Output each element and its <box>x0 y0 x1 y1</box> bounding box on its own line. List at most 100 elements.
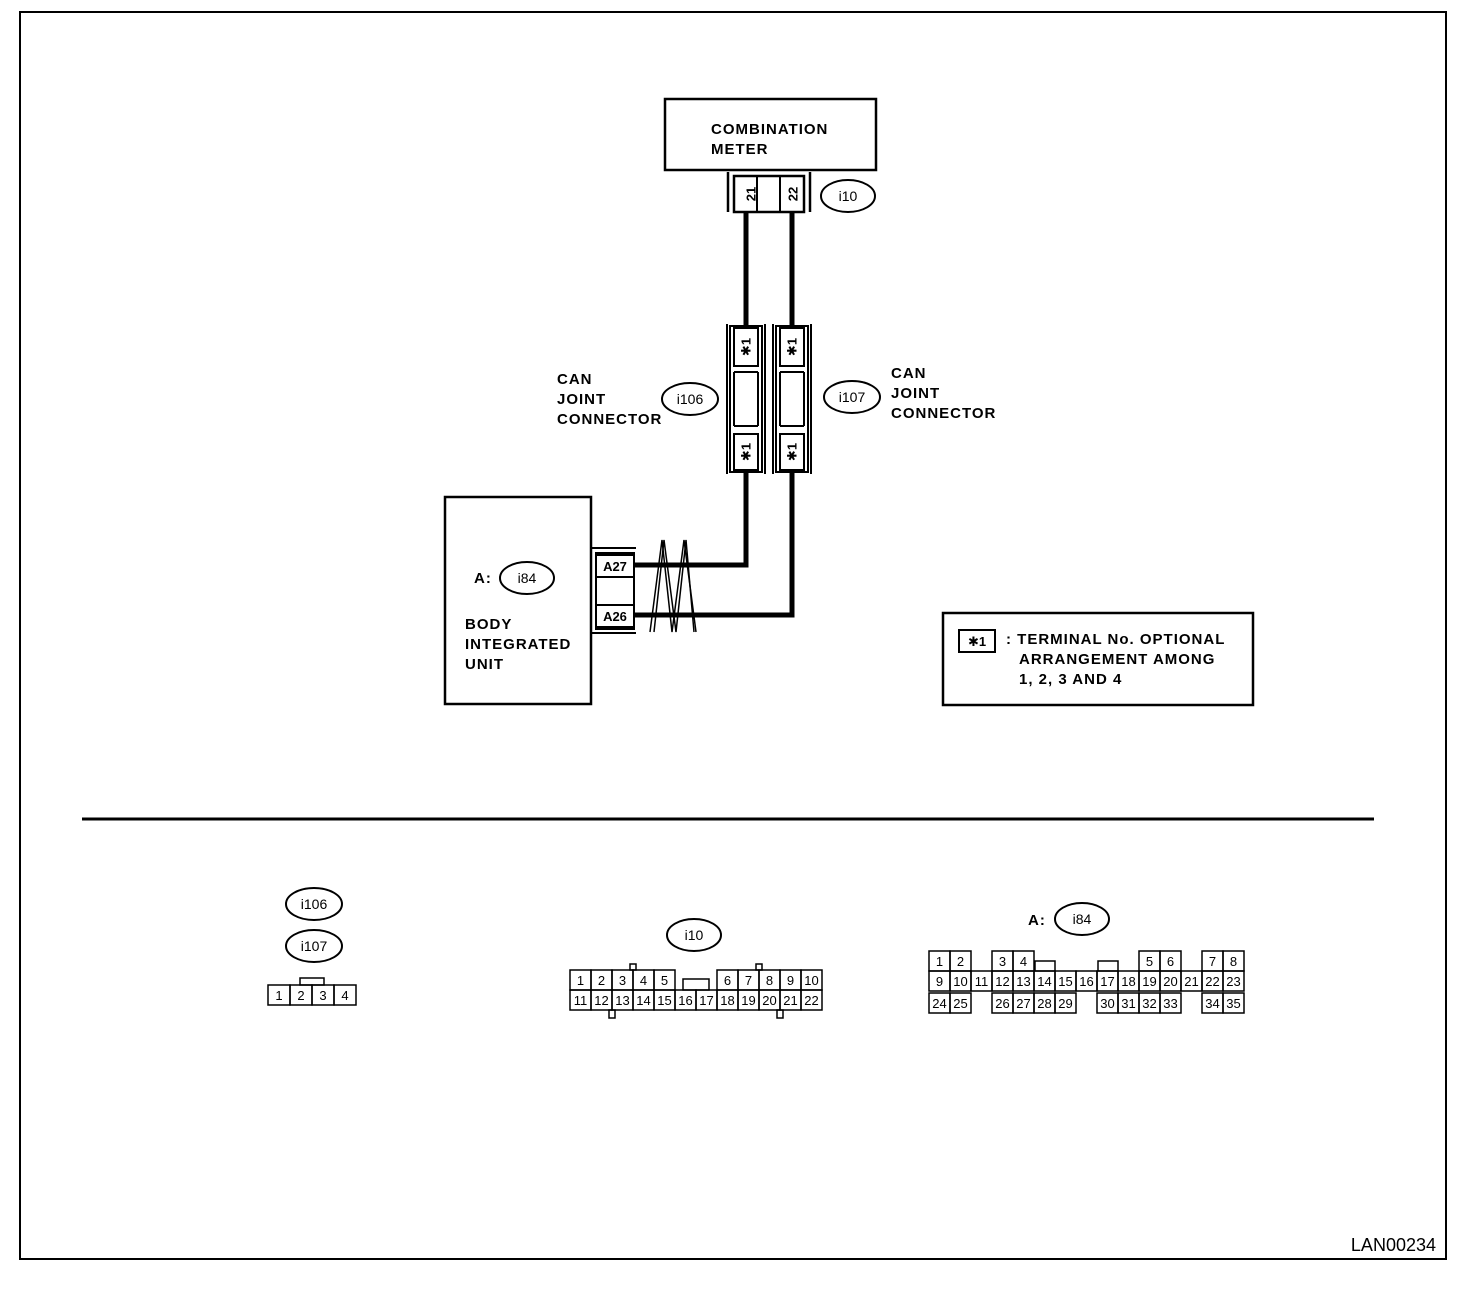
i10-cell-20-label: 20 <box>762 993 776 1008</box>
i106-badge <box>661 382 719 416</box>
i84-cell-10-label: 10 <box>953 974 967 989</box>
i84-cell-32-label: 32 <box>1142 996 1156 1011</box>
i84-cell-13-label: 13 <box>1016 974 1030 989</box>
pin-cell-4-label: 4 <box>341 988 348 1003</box>
wire-a27 <box>634 472 749 568</box>
pin-cell-1-label: 1 <box>275 988 282 1003</box>
wires <box>634 212 795 618</box>
i106-view-badge-text: i106 <box>301 896 328 912</box>
pin-a27 <box>595 554 635 578</box>
i107-pin-bottom <box>779 433 805 471</box>
i107-pin-top <box>779 327 805 367</box>
legend-symbol-box <box>958 629 996 653</box>
i84-cell-17-label: 17 <box>1100 974 1114 989</box>
i106-view-badge <box>285 887 343 921</box>
pin-a27-label: A27 <box>603 559 627 574</box>
legend-line-2: ARRANGEMENT AMONG <box>1019 651 1215 668</box>
i10-cell-14-label: 14 <box>636 993 650 1008</box>
combination-meter-label-2: METER <box>711 141 769 158</box>
i10-cell-22-label: 22 <box>804 993 818 1008</box>
i84-cell-28-label: 28 <box>1037 996 1051 1011</box>
i10-view-badge-text: i10 <box>685 927 704 943</box>
i84-cell-30-label: 30 <box>1100 996 1114 1011</box>
i10-cell-1-label: 1 <box>577 973 584 988</box>
i84-cell-34-label: 34 <box>1205 996 1219 1011</box>
connector-latch <box>682 978 710 991</box>
i84-badge <box>499 561 555 595</box>
can-right-label-2: JOINT <box>891 385 940 402</box>
legend-line-3: 1, 2, 3 AND 4 <box>1019 671 1122 688</box>
i84-cell-35-label: 35 <box>1226 996 1240 1011</box>
i107-badge-text: i107 <box>839 389 866 405</box>
i84-cell-9-label: 9 <box>936 974 943 989</box>
i84-cell-35 <box>1222 992 1245 1014</box>
i84-cell-16-label: 16 <box>1079 974 1093 989</box>
connector-latch <box>629 963 637 971</box>
i84-cell-25-label: 25 <box>953 996 967 1011</box>
i10-cell-7-label: 7 <box>745 973 752 988</box>
combination-meter-label-1: COMBINATION <box>711 121 828 138</box>
i10-cell-16-label: 16 <box>678 993 692 1008</box>
i10-view-badge <box>666 918 722 952</box>
combination-meter-box <box>663 97 878 172</box>
legend-box <box>941 611 1255 707</box>
i84-cell-6-label: 6 <box>1167 954 1174 969</box>
i84-cell-31-label: 31 <box>1121 996 1135 1011</box>
pin-cell-4 <box>333 984 357 1006</box>
combination-meter: COMBINATION METER <box>663 97 878 172</box>
i106-badge-text: i106 <box>677 391 704 407</box>
i84-cell-11-label: 11 <box>975 974 989 989</box>
pin-cell-3-label: 3 <box>319 988 326 1003</box>
i107-view-badge <box>285 929 343 963</box>
biu-label-3: UNIT <box>465 656 504 673</box>
diagram-code: LAN00234 <box>1351 1235 1436 1255</box>
pin-a26-label: A26 <box>603 609 627 624</box>
legend-line-1: : TERMINAL No. OPTIONAL <box>1006 631 1225 648</box>
i84-cell-18-label: 18 <box>1121 974 1135 989</box>
i10-cell-22 <box>800 989 823 1011</box>
i10-connector-top: 21 22 i10 <box>726 172 876 214</box>
can-left-label-1: CAN <box>557 371 593 388</box>
pin-22: 22 <box>786 187 801 201</box>
can-left-label-2: JOINT <box>557 391 606 408</box>
i10-cell-21-label: 21 <box>783 993 797 1008</box>
i10-cell-19-label: 19 <box>741 993 755 1008</box>
can-left-label-3: CONNECTOR <box>557 411 662 428</box>
legend-symbol: ✱1 <box>968 634 986 649</box>
i107-badge <box>823 380 881 414</box>
i10-cell-18-label: 18 <box>720 993 734 1008</box>
i84-cell-26-label: 26 <box>995 996 1009 1011</box>
connector-latch <box>608 1009 616 1019</box>
i84-cell-4-label: 4 <box>1020 954 1027 969</box>
body-integrated-unit: A: i84 BODY INTEGRATED UNIT <box>443 495 593 706</box>
i107-pin-top-label: ✱1 <box>785 338 800 356</box>
can-right-label-1: CAN <box>891 365 927 382</box>
pin-cell-2-label: 2 <box>297 988 304 1003</box>
i84-cell-19-label: 19 <box>1142 974 1156 989</box>
i106-pin-top <box>733 327 759 367</box>
i84-view-prefix: A: <box>1028 912 1046 929</box>
i10-cell-13-label: 13 <box>615 993 629 1008</box>
connector-latch <box>299 977 325 986</box>
wire-a26 <box>634 472 795 618</box>
i107-pin-bottom-label: ✱1 <box>785 443 800 461</box>
can-joint-connector-right: ✱1 ✱1 <box>772 324 812 474</box>
i84-cell-33 <box>1159 992 1182 1014</box>
i10-badge <box>820 179 876 213</box>
i84-cell-23 <box>1222 970 1245 992</box>
connector-latch <box>1034 960 1056 972</box>
i84-cell-33-label: 33 <box>1163 996 1177 1011</box>
i10-cell-6-label: 6 <box>724 973 731 988</box>
i84-badge-text: i84 <box>518 570 537 586</box>
i84-cell-1-label: 1 <box>936 954 943 969</box>
i84-cell-21-label: 21 <box>1184 974 1198 989</box>
i106-pin-top-label: ✱1 <box>739 338 754 356</box>
i84-view-badge <box>1054 902 1110 936</box>
i84-cell-14-label: 14 <box>1037 974 1051 989</box>
i84-cell-27-label: 27 <box>1016 996 1030 1011</box>
i10-cell-2-label: 2 <box>598 973 605 988</box>
